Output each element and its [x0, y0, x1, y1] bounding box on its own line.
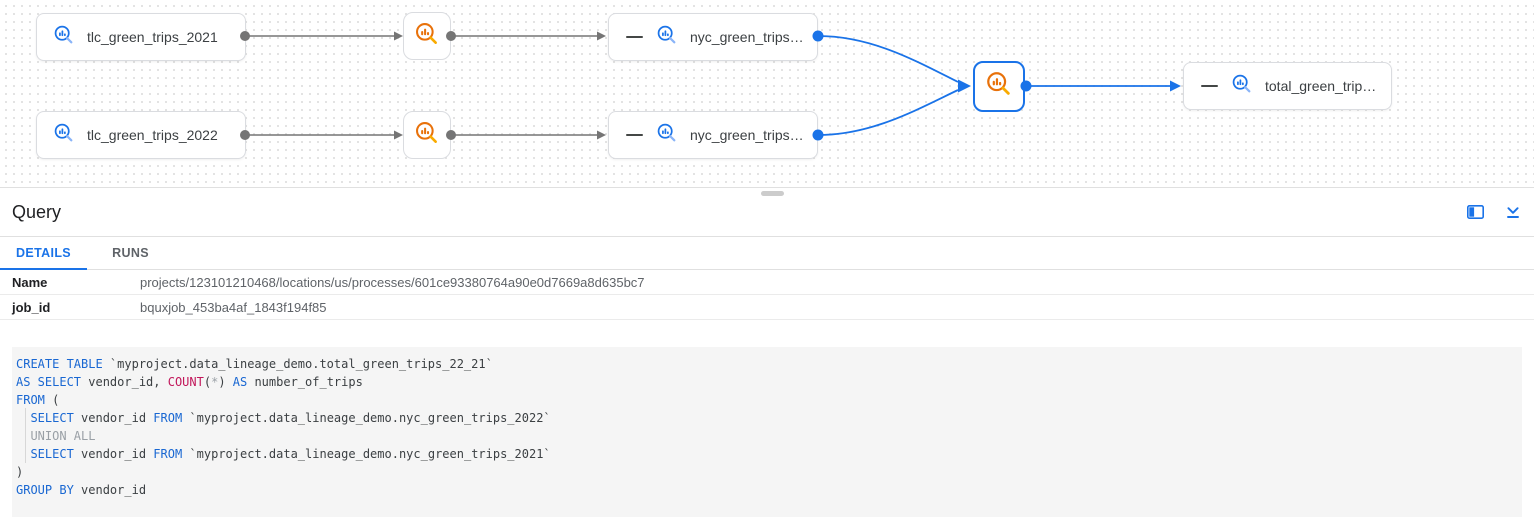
panel-resize-handle[interactable] — [761, 191, 784, 196]
collapse-columns-button[interactable] — [625, 126, 644, 145]
process-node-query-2022[interactable] — [403, 111, 451, 159]
panel-title: Query — [12, 201, 62, 222]
bigquery-table-icon — [53, 122, 75, 149]
table-node-label: tlc_green_trips_2022 — [87, 127, 218, 143]
sql-code: CREATE TABLE `myproject.data_lineage_dem… — [16, 357, 551, 497]
lineage-graph-canvas[interactable]: tlc_green_trips_2021 tlc_green_trips_202… — [0, 0, 1534, 188]
table-node-label: total_green_trip… — [1265, 78, 1377, 94]
open-side-panel-icon[interactable] — [1467, 205, 1484, 219]
table-node-nyc-green-trips-2022[interactable]: nyc_green_trips… — [608, 111, 818, 159]
minus-icon — [1201, 84, 1218, 88]
field-name-label: Name — [12, 274, 48, 290]
bigquery-table-icon — [656, 122, 678, 149]
tab-details[interactable]: DETAILS — [0, 237, 87, 270]
table-node-label: nyc_green_trips… — [690, 127, 803, 143]
process-node-query-selected[interactable] — [973, 61, 1025, 112]
table-node-total-green-trips[interactable]: total_green_trip… — [1183, 62, 1392, 110]
process-node-query-2021[interactable] — [403, 12, 451, 60]
indent-guide — [25, 408, 26, 463]
table-node-tlc-green-trips-2021[interactable]: tlc_green_trips_2021 — [36, 13, 246, 61]
field-name-value: projects/123101210468/locations/us/proce… — [140, 274, 645, 290]
panel-tabbar: DETAILS RUNS — [0, 237, 1534, 270]
bigquery-table-icon — [53, 24, 75, 51]
bigquery-table-icon — [656, 24, 678, 51]
collapse-panel-icon[interactable] — [1505, 204, 1521, 220]
table-row: Name projects/123101210468/locations/us/… — [0, 270, 1534, 295]
table-node-label: tlc_green_trips_2021 — [87, 29, 218, 45]
panel-header: Query — [0, 188, 1534, 237]
table-node-tlc-green-trips-2022[interactable]: tlc_green_trips_2022 — [36, 111, 246, 159]
field-jobid-label: job_id — [12, 299, 51, 315]
bigquery-table-icon — [1231, 73, 1253, 100]
table-row: job_id bquxjob_453ba4af_1843f194f85 — [0, 295, 1534, 320]
minus-icon — [626, 35, 643, 39]
lineage-edges — [246, 31, 1181, 140]
bigquery-job-icon — [414, 120, 440, 151]
collapse-columns-button[interactable] — [1200, 77, 1219, 96]
query-details-panel: Query DETAILS RUNS Name projects/1231012… — [0, 188, 1534, 517]
bigquery-job-icon — [985, 70, 1013, 103]
minus-icon — [626, 133, 643, 137]
collapse-columns-button[interactable] — [625, 28, 644, 47]
table-node-label: nyc_green_trips… — [690, 29, 803, 45]
tab-runs[interactable]: RUNS — [112, 246, 149, 260]
process-properties-table: Name projects/123101210468/locations/us/… — [0, 270, 1534, 320]
table-node-nyc-green-trips-2021[interactable]: nyc_green_trips… — [608, 13, 818, 61]
field-jobid-value: bquxjob_453ba4af_1843f194f85 — [140, 299, 327, 315]
sql-query-block: CREATE TABLE `myproject.data_lineage_dem… — [12, 347, 1522, 517]
bigquery-job-icon — [414, 21, 440, 52]
